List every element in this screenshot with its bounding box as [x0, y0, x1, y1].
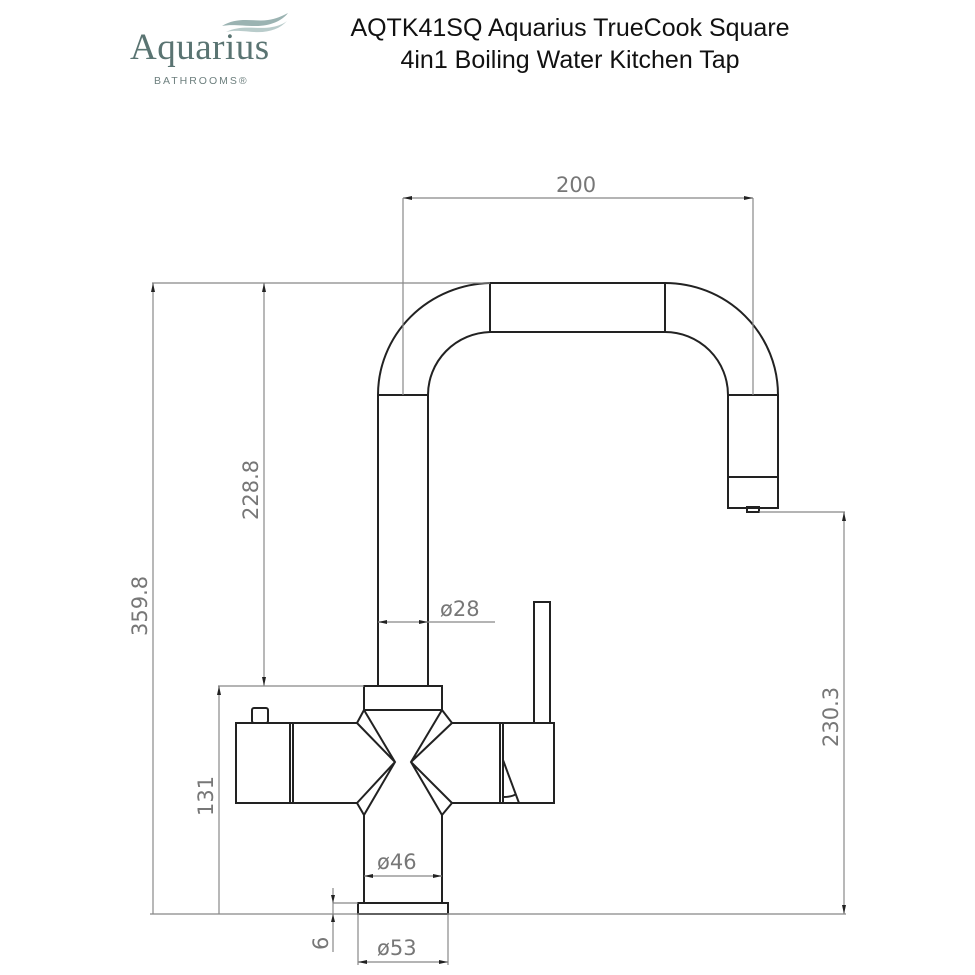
page-title: AQTK41SQ Aquarius TrueCook Square 4in1 B…	[300, 12, 840, 76]
dim-body-height: 131	[194, 776, 218, 816]
dimension-labels: 200 359.8 228.8 131 230.3 ø28 ø46 ø53 6	[128, 173, 843, 960]
dimension-lines	[150, 196, 846, 965]
title-line-2: 4in1 Boiling Water Kitchen Tap	[400, 46, 740, 74]
tap-outline	[235, 282, 779, 915]
brand-logo: Aquarius BATHROOMS®	[128, 10, 293, 95]
dim-spout-diameter: ø28	[440, 597, 480, 621]
brand-name: Aquarius	[130, 27, 270, 68]
dim-spout-reach: 200	[556, 173, 596, 197]
dim-column-diameter: ø46	[377, 850, 417, 874]
dim-flange-thickness: 6	[309, 937, 333, 950]
dim-flange-diameter: ø53	[377, 936, 417, 960]
brand-subtitle: BATHROOMS®	[154, 75, 249, 87]
dim-outlet-height: 230.3	[819, 687, 843, 747]
dim-spout-height: 228.8	[239, 460, 263, 520]
dim-total-height: 359.8	[128, 576, 152, 636]
wave-icon	[222, 13, 288, 33]
title-line-1: AQTK41SQ Aquarius TrueCook Square	[350, 14, 790, 42]
